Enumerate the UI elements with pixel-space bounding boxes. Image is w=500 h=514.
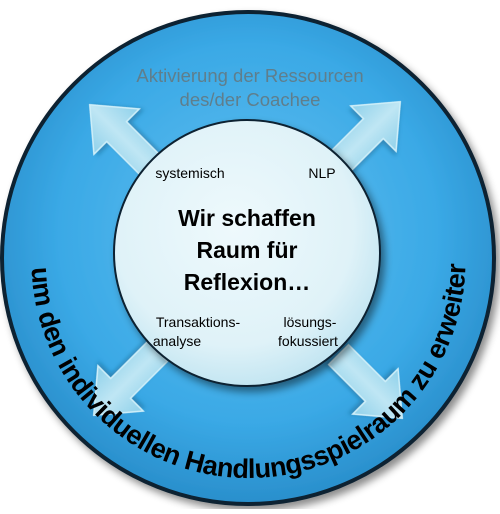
method-systemisch: systemisch: [155, 165, 224, 181]
center-line-3: Reflexion…: [184, 269, 311, 295]
method-loesungsfokussiert-line-1: lösungs-: [284, 314, 337, 330]
center-line-2: Raum für: [197, 237, 298, 263]
caption-line-2: des/der Coachee: [180, 89, 321, 110]
method-nlp: NLP: [308, 165, 335, 181]
method-loesungsfokussiert-line-2: fokussiert: [278, 333, 338, 349]
method-transaktionsanalyse-line-2: analyse: [153, 333, 201, 349]
caption-line-1: Aktivierung der Ressourcen: [136, 65, 363, 86]
center-line-1: Wir schaffen: [178, 205, 316, 231]
inner-circle: [113, 119, 381, 387]
method-transaktionsanalyse-line-1: Transaktions-: [156, 314, 241, 330]
